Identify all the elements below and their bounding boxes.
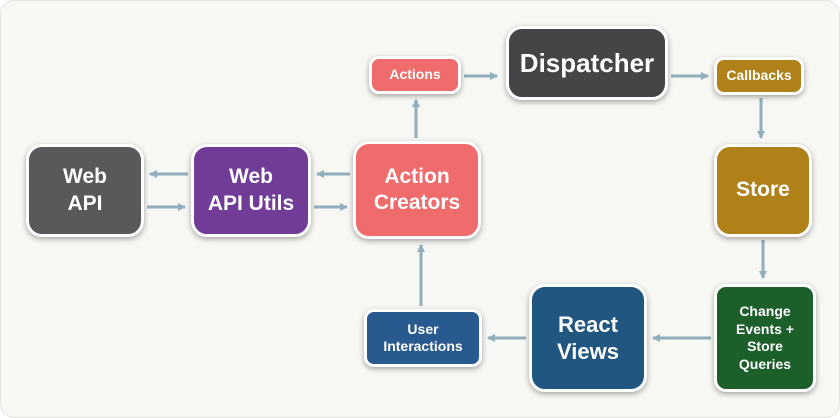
node-dispatcher: Dispatcher [506, 26, 668, 100]
node-callbacks: Callbacks [714, 57, 804, 95]
node-user-interactions: User Interactions [364, 309, 482, 367]
node-web-api: Web API [26, 144, 144, 237]
node-store: Store [714, 144, 812, 237]
node-actions: Actions [369, 56, 461, 94]
node-web-api-utils: Web API Utils [191, 144, 311, 237]
node-change-events-store-queries: Change Events + Store Queries [714, 284, 816, 392]
node-action-creators: Action Creators [353, 141, 481, 239]
node-react-views: React Views [529, 284, 647, 392]
